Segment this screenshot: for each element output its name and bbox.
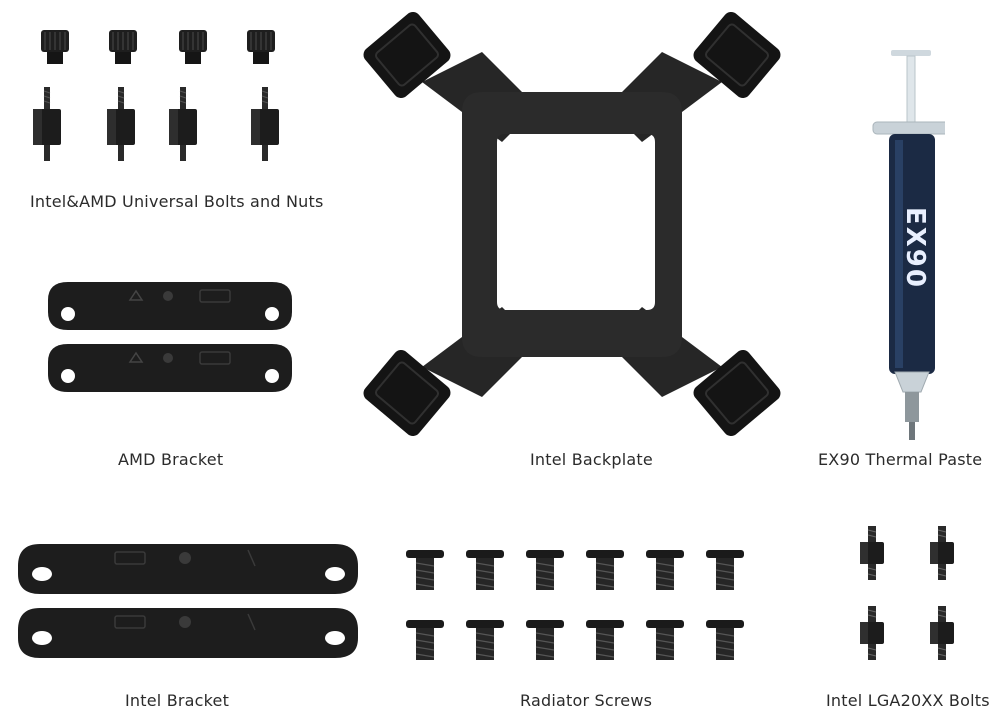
bolts-nuts-caption: Intel&AMD Universal Bolts and Nuts (30, 192, 324, 211)
radiator-screws-caption: Radiator Screws (520, 691, 653, 710)
thermal-paste-syringe: EX90 (855, 42, 945, 442)
intel-backplate-caption: Intel Backplate (530, 450, 653, 469)
lga-bolts-image (859, 525, 955, 661)
thermal-paste-caption: EX90 Thermal Paste (818, 450, 983, 469)
intel-bracket-caption: Intel Bracket (125, 691, 230, 710)
intel-backplate-image (363, 12, 781, 436)
universal-nuts-and-bolts (32, 29, 280, 162)
radiator-screws-image (405, 549, 745, 661)
intel-bracket-image (17, 544, 359, 659)
amd-bracket-image (47, 282, 293, 393)
lga-bolts-caption: Intel LGA20XX Bolts (826, 691, 990, 710)
amd-bracket-caption: AMD Bracket (118, 450, 224, 469)
paste-label: EX90 (900, 207, 930, 289)
